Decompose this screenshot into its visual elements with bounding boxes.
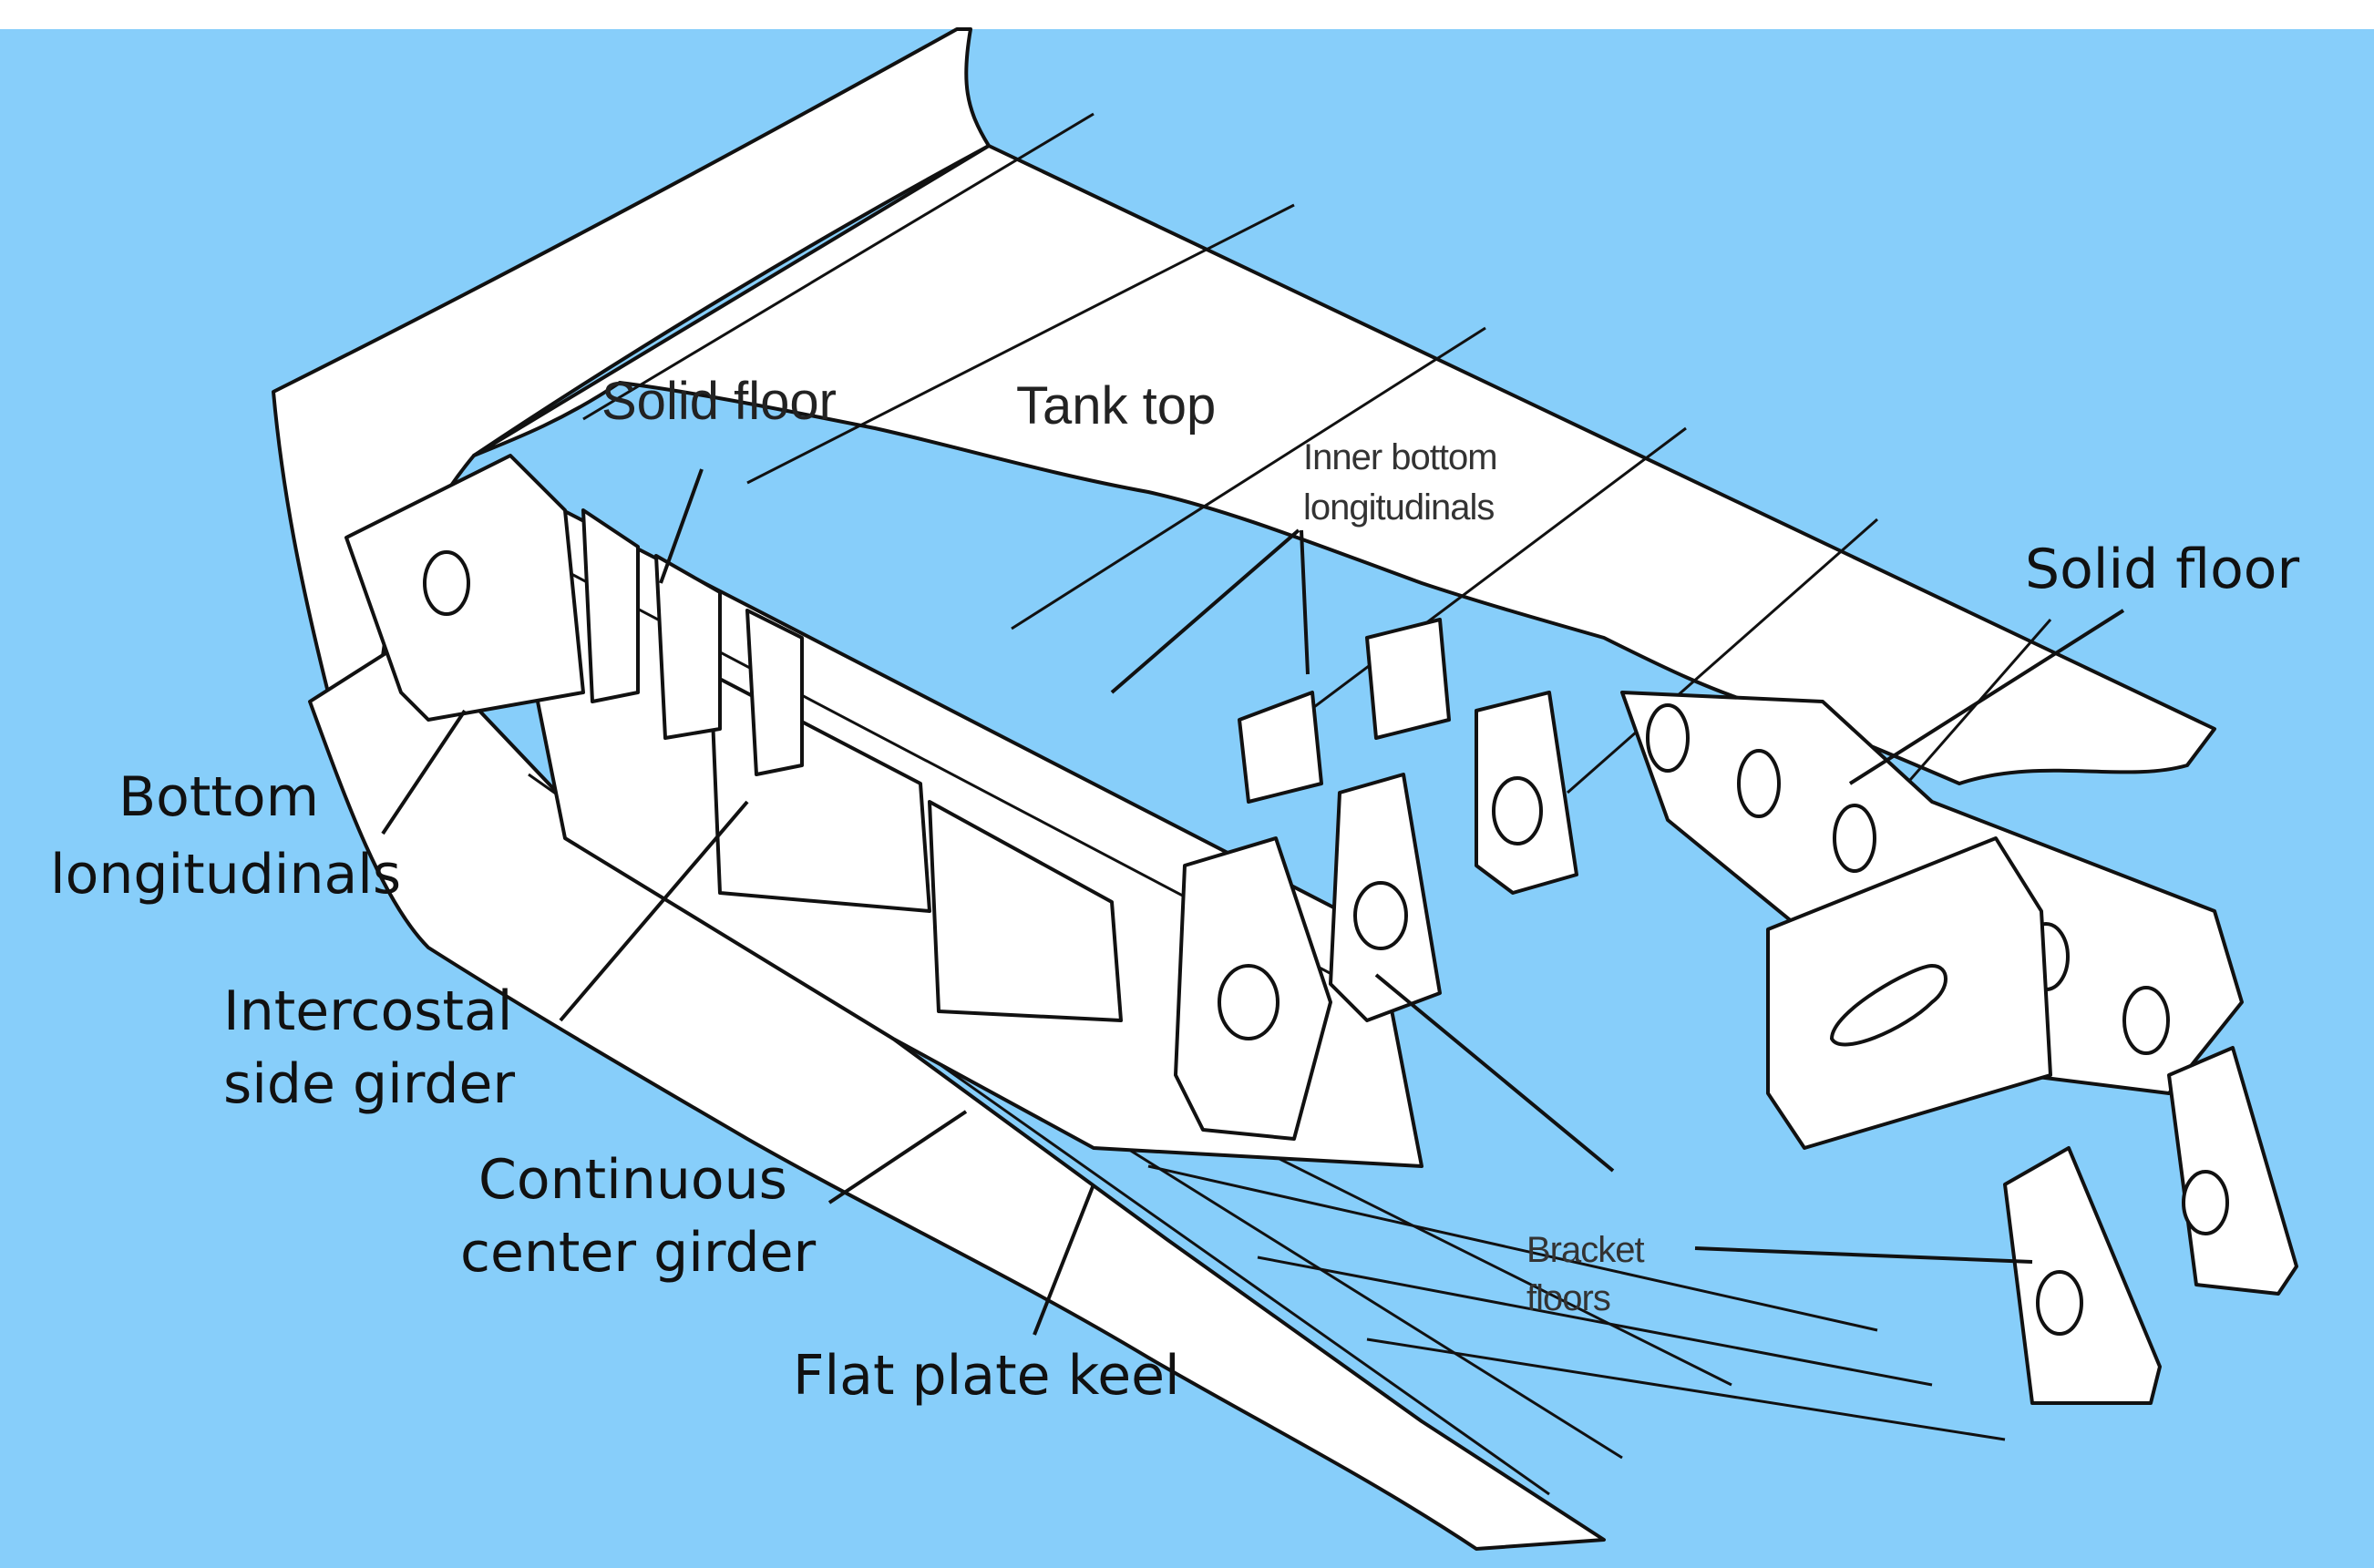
label-inner-bottom-line1: Inner bottom xyxy=(1303,437,1497,477)
bilge-shell-plate xyxy=(272,27,991,694)
slot-hole xyxy=(1829,963,1948,1047)
bracket-floors xyxy=(2003,1046,2298,1405)
tank-top-strake-lines xyxy=(582,112,2052,839)
label-continuous-line1: Continuous xyxy=(478,1148,787,1212)
label-continuous-line2: center girder xyxy=(460,1221,816,1285)
leader-solid-floor-right xyxy=(1848,609,2125,785)
label-tank-top: Tank top xyxy=(1016,376,1216,436)
leader-intercostal xyxy=(559,800,749,1022)
leader-inner-bottom-b xyxy=(1300,529,1310,675)
leader-inner-bottom-a xyxy=(1110,528,1300,694)
leader-bracket-b xyxy=(1374,973,1615,1173)
solid-floors-left xyxy=(344,454,804,776)
label-bracket-line1: Bracket xyxy=(1526,1230,1644,1270)
label-solid-floor-left: Solid floor xyxy=(601,372,837,431)
label-solid-floor-right: Solid floor xyxy=(2025,538,2300,601)
leader-keel xyxy=(1033,1184,1095,1336)
leader-bottom-longitudinals xyxy=(381,709,467,835)
label-intercostal-line1: Intercostal xyxy=(223,979,512,1043)
label-flat-plate-keel: Flat plate keel xyxy=(793,1344,1180,1408)
leader-bracket-a xyxy=(1694,1246,2033,1264)
top-margin-strip xyxy=(0,0,2374,29)
label-bottom-line1: Bottom xyxy=(118,765,319,829)
label-bracket-line2: floors xyxy=(1526,1278,1610,1318)
tank-top-plate xyxy=(472,144,2216,785)
intercostal-side-girder-2 xyxy=(928,800,1123,1022)
label-intercostal-line2: side girder xyxy=(223,1052,515,1116)
leader-continuous xyxy=(827,1110,968,1204)
leader-lines xyxy=(381,468,2125,1336)
label-inner-bottom-line2: longitudinals xyxy=(1303,487,1494,528)
leader-solid-floor-left xyxy=(659,468,704,584)
middle-floors xyxy=(1174,618,1578,1141)
label-bottom-line2: longitudinals xyxy=(50,843,401,907)
